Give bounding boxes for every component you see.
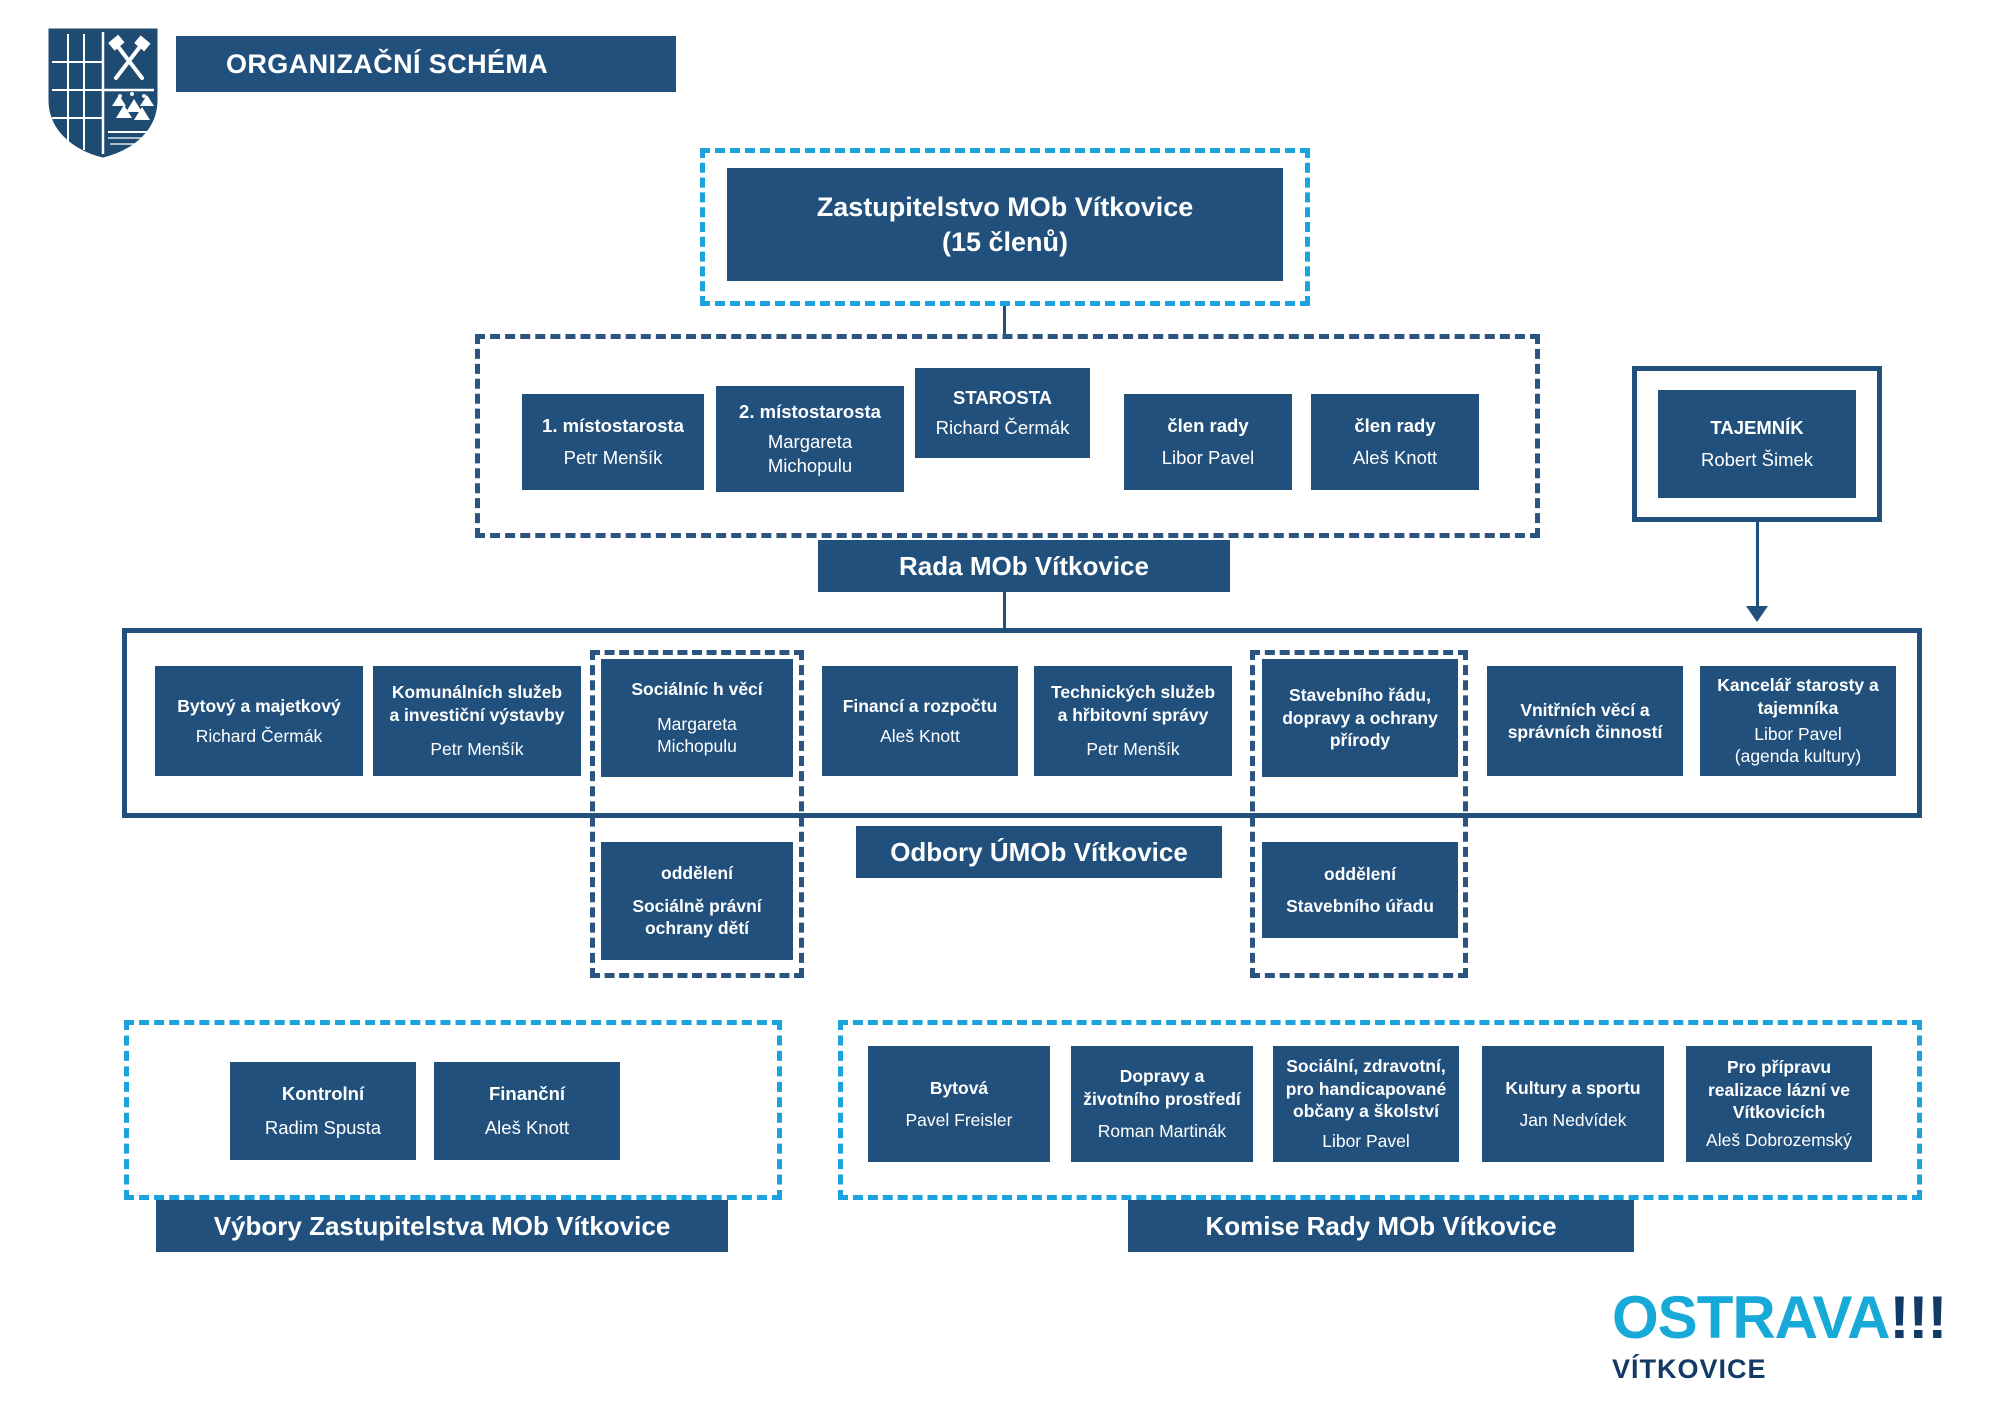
council-member-name: Margareta Michopulu [767,431,853,476]
secretary-title: TAJEMNÍK [1710,417,1804,439]
subunit-label: oddělení [661,863,733,884]
commissions-banner: Komise Rady MOb Vítkovice [1128,1200,1634,1252]
departments-banner-text: Odbory ÚMOb Vítkovice [890,836,1188,867]
commission-title: Dopravy a životního prostředí [1083,1066,1241,1109]
council-member-name: Aleš Knott [1352,447,1438,468]
department-name: Libor Pavel (agenda kultury) [1734,724,1862,767]
department-name: Petr Menšík [430,739,524,760]
department-bytovy-a-majetkovy[interactable]: Bytový a majetkový Richard Čermák [155,666,363,776]
council-member-title: 2. místostarosta [739,401,881,423]
committees-group-frame [124,1020,782,1200]
commission-bytova[interactable]: Bytová Pavel Freisler [868,1046,1050,1162]
assembly-box[interactable]: Zastupitelstvo MOb Vítkovice (15 členů) [727,168,1283,281]
department-title: Financí a rozpočtu [842,695,998,716]
committee-title: Kontrolní [281,1083,365,1105]
commission-name: Pavel Freisler [905,1110,1013,1130]
departments-group-frame [122,628,1922,818]
department-name: Aleš Knott [880,726,960,746]
department-title: Sociálníc h věcí [631,679,763,700]
page-title-text: ORGANIZAČNÍ SCHÉMA [226,48,549,79]
department-title: Bytový a majetkový [177,695,341,716]
secretary-box[interactable]: TAJEMNÍK Robert Šimek [1658,390,1856,498]
connector-secretary-departments [1756,522,1759,610]
department-vnitrnich-veci[interactable]: Vnitřních věcí a správních činností [1487,666,1683,776]
commission-dopravy-a-zivotniho-prostredi[interactable]: Dopravy a životního prostředí Roman Mart… [1071,1046,1253,1162]
department-title: Technických služeb a hřbitovní správy [1050,682,1216,725]
council-member-1-mistostarosta[interactable]: 1. místostarosta Petr Menšík [522,394,704,490]
committee-financni[interactable]: Finanční Aleš Knott [434,1062,620,1160]
page-title: ORGANIZAČNÍ SCHÉMA [176,36,676,92]
connector-council-departments [1003,592,1006,628]
assembly-group-frame [700,148,1310,306]
coat-of-arms-icon [48,28,158,158]
department-title: Stavebního řádu, dopravy a ochrany příro… [1282,685,1438,751]
social-department-frame [590,650,804,978]
commission-title: Sociální, zdravotní, pro handicapované o… [1285,1056,1447,1121]
ostrava-logo: OSTRAVA!!! VÍTKOVICE [1612,1288,1947,1385]
department-kancelar-starosty[interactable]: Kancelář starosty a tajemníka Libor Pave… [1700,666,1896,776]
logo-city-line: OSTRAVA!!! [1612,1288,1947,1348]
commission-name: Aleš Dobrozemský [1706,1130,1852,1151]
connector-arrow-icon [1746,606,1768,622]
committee-name: Radim Spusta [264,1117,382,1138]
departments-banner: Odbory ÚMOb Vítkovice [856,826,1222,878]
committee-name: Aleš Knott [484,1117,570,1138]
commission-pro-pripravu-lazni[interactable]: Pro přípravu realizace lázní ve Vítkovic… [1686,1046,1872,1162]
council-member-title: člen rady [1167,415,1249,437]
council-member-title: člen rady [1354,415,1436,437]
committees-banner-text: Výbory Zastupitelstva MOb Vítkovice [213,1210,671,1241]
connector-assembly-council [1003,306,1006,338]
commission-title: Pro přípravu realizace lázní ve Vítkovic… [1707,1057,1851,1122]
commission-socialni-zdravotni[interactable]: Sociální, zdravotní, pro handicapované o… [1273,1046,1459,1162]
committee-kontrolni[interactable]: Kontrolní Radim Spusta [230,1062,416,1160]
council-member-title: STAROSTA [952,387,1052,409]
department-title: Vnitřních věcí a správních činností [1507,699,1663,742]
council-banner-text: Rada MOb Vítkovice [899,550,1149,581]
commission-kultury-a-sportu[interactable]: Kultury a sportu Jan Nedvídek [1482,1046,1664,1162]
commission-name: Libor Pavel [1322,1131,1410,1152]
logo-bangs-text: !!! [1889,1284,1947,1351]
commissions-banner-text: Komise Rady MOb Vítkovice [1205,1210,1557,1241]
commission-title: Kultury a sportu [1505,1077,1641,1098]
council-member-name: Libor Pavel [1161,447,1255,468]
commission-title: Bytová [929,1077,989,1098]
committees-banner: Výbory Zastupitelstva MOb Vítkovice [156,1200,728,1252]
committee-title: Finanční [488,1083,566,1105]
department-title: Komunálních služeb a investiční výstavby [389,682,565,725]
assembly-subtitle: (15 členů) [941,226,1069,257]
subunit-stavebniho-uradu[interactable]: oddělení Stavebního úřadu [1262,842,1458,938]
council-banner: Rada MOb Vítkovice [818,540,1230,592]
building-department-frame [1250,650,1468,978]
council-member-starosta[interactable]: STAROSTA Richard Čermák [915,368,1090,458]
subunit-title: Sociálně právní ochrany dětí [632,895,762,939]
logo-city-text: OSTRAVA [1612,1284,1890,1351]
council-member-clen-rady-1[interactable]: člen rady Libor Pavel [1124,394,1292,490]
department-name: Richard Čermák [195,726,323,746]
subunit-label: oddělení [1324,863,1396,884]
secretary-group-frame [1632,366,1882,522]
department-technickych-sluzeb[interactable]: Technických služeb a hřbitovní správy Pe… [1034,666,1232,776]
subunit-title: Stavebního úřadu [1286,896,1434,916]
council-member-2-mistostarosta[interactable]: 2. místostarosta Margareta Michopulu [716,386,904,492]
commission-name: Jan Nedvídek [1519,1110,1627,1130]
council-group-frame [475,334,1540,538]
logo-district-text: VÍTKOVICE [1612,1354,1767,1384]
department-stavebniho-radu[interactable]: Stavebního řádu, dopravy a ochrany příro… [1262,659,1458,777]
assembly-title: Zastupitelstvo MOb Vítkovice [816,191,1194,222]
department-komunalnich-sluzeb[interactable]: Komunálních služeb a investiční výstavby… [373,666,581,776]
council-member-clen-rady-2[interactable]: člen rady Aleš Knott [1311,394,1479,490]
department-socialnich-veci[interactable]: Sociálníc h věcí Margareta Michopulu [601,659,793,777]
department-title: Kancelář starosty a tajemníka [1717,675,1879,718]
commissions-group-frame [838,1020,1922,1200]
council-member-title: 1. místostarosta [542,415,684,437]
department-name: Margareta Michopulu [657,713,737,757]
secretary-name: Robert Šimek [1700,449,1814,470]
commission-name: Roman Martinák [1097,1121,1227,1142]
department-financi-a-rozpoctu[interactable]: Financí a rozpočtu Aleš Knott [822,666,1018,776]
council-member-name: Richard Čermák [935,417,1070,438]
council-member-name: Petr Menšík [563,447,663,468]
department-name: Petr Menšík [1086,739,1180,760]
subunit-socialne-pravni-ochrany-deti[interactable]: oddělení Sociálně právní ochrany dětí [601,842,793,960]
